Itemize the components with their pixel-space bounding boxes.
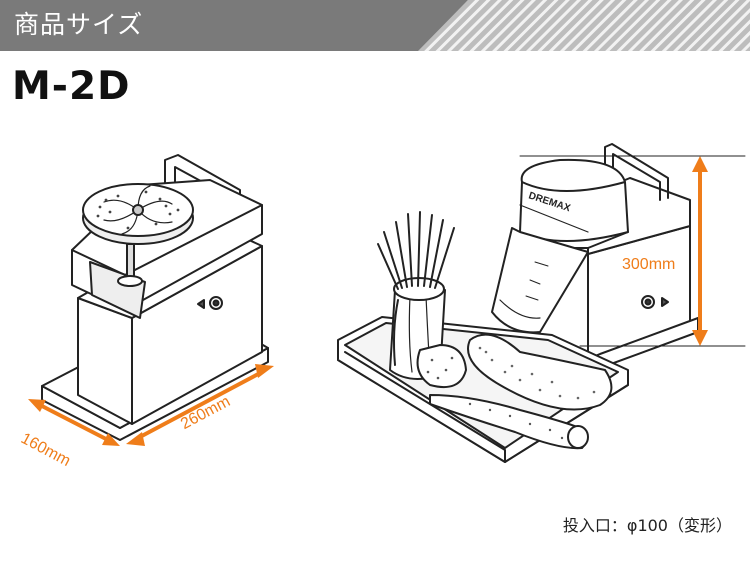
- section-title: 商品サイズ: [14, 10, 144, 39]
- header-band: 商品サイズ: [0, 0, 750, 51]
- hopper: [491, 158, 629, 334]
- height-label: 300mm: [622, 256, 676, 273]
- vegetables: [377, 211, 613, 450]
- dimension-lines: [28, 156, 708, 446]
- inlet-size-note: 投入口：φ100（変形）: [562, 516, 732, 535]
- header-background: [0, 0, 750, 51]
- model-name: M-2D: [12, 64, 131, 109]
- height-reference-lines: [519, 155, 746, 347]
- machine-left: [41, 154, 269, 441]
